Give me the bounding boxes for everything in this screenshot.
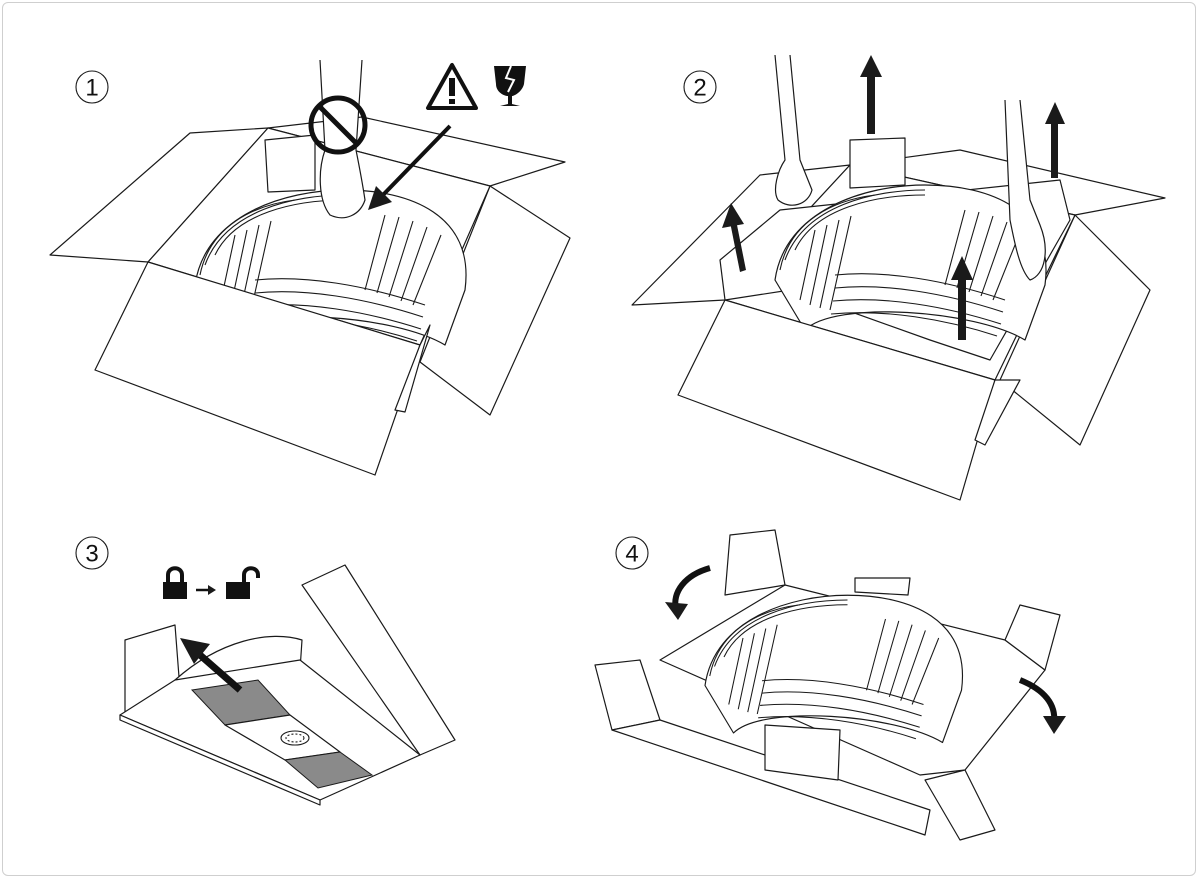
step-number: 2 xyxy=(693,75,706,102)
packing-block xyxy=(764,724,841,781)
arrow-right-icon xyxy=(196,585,216,595)
packing-foam xyxy=(854,577,911,596)
fragile-glass-icon xyxy=(494,65,526,106)
rotate-arrow-icon xyxy=(665,565,1066,734)
tray-front-edge xyxy=(611,719,931,836)
pointer-arrow-icon xyxy=(368,124,452,210)
box-edge xyxy=(119,714,321,806)
box-corner xyxy=(974,379,1021,446)
hand-left xyxy=(774,54,813,206)
stand-cover-bottom xyxy=(283,751,374,789)
step-number-circle xyxy=(75,70,109,104)
lock-closed-icon xyxy=(163,566,187,599)
lock-open-icon xyxy=(226,566,260,599)
tray-flap-front xyxy=(924,769,996,841)
tray-flap-right xyxy=(1004,604,1061,671)
step-1: 1 xyxy=(49,59,571,476)
slide-arrow-icon xyxy=(180,638,243,693)
box-corner xyxy=(394,324,431,413)
step-4: 4 xyxy=(594,529,1066,841)
lift-arrow-icon xyxy=(722,55,1065,340)
hand-right xyxy=(1004,99,1046,281)
tray-flap-left xyxy=(594,659,661,731)
step-number-circle xyxy=(75,536,109,570)
step-number: 3 xyxy=(85,541,98,568)
box-flap-right xyxy=(301,564,456,756)
no-touch-sign-icon xyxy=(308,95,368,155)
step-3: 3 xyxy=(75,536,456,806)
packing-foam xyxy=(849,137,906,189)
step-number-circle xyxy=(615,536,649,570)
packing-foam xyxy=(264,134,316,193)
vesa-mount-inner xyxy=(285,733,305,743)
vesa-mount xyxy=(280,730,310,746)
step-number-circle xyxy=(683,70,717,104)
step-2: 2 xyxy=(631,54,1166,501)
warning-icon xyxy=(426,63,478,110)
tray-flap-back xyxy=(724,529,786,596)
step-number: 1 xyxy=(85,75,98,102)
step-number: 4 xyxy=(625,541,638,568)
